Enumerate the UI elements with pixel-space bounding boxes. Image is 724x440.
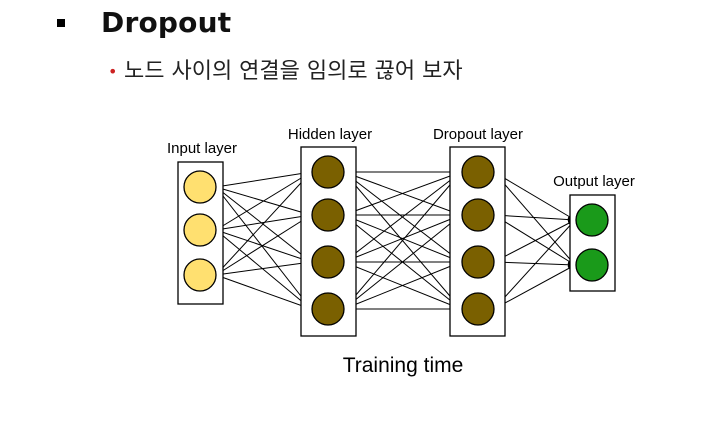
neuron-node (461, 198, 495, 232)
connection-edge (215, 186, 312, 263)
connection-edge (343, 171, 462, 216)
connection-edge (493, 219, 576, 310)
connection-edge (493, 214, 576, 223)
neuron-node (183, 258, 217, 292)
slide-title: Dropout (101, 6, 232, 39)
neuron-node (311, 198, 345, 232)
title-bullet-icon (57, 19, 65, 27)
neuron-node (575, 248, 609, 282)
connection-edge (215, 186, 312, 310)
connection-edge (493, 171, 576, 221)
connection-edge (493, 171, 576, 266)
slide-subtitle: 노드 사이의 연결을 임의로 끊어 보자 (124, 59, 463, 84)
connection-edge (343, 171, 462, 263)
connection-edge (343, 214, 462, 310)
connection-edge (343, 171, 462, 310)
connection-edge (215, 214, 312, 276)
connection-edge (215, 259, 312, 276)
connection-edge (493, 261, 576, 268)
dropout-layer-label: Dropout layer (433, 126, 523, 143)
neuron-node (461, 245, 495, 279)
layer-boxes (177, 146, 616, 337)
connection-edge (215, 274, 312, 310)
neuron-node (183, 170, 217, 204)
output-layer-label: Output layer (553, 173, 635, 190)
connection-edge (493, 214, 576, 266)
connection-edge (493, 219, 576, 263)
neuron-nodes (183, 155, 609, 326)
connection-edge (215, 170, 312, 188)
neuron-node (461, 292, 495, 326)
hidden-layer-label: Hidden layer (288, 126, 372, 143)
connection-edge (343, 261, 462, 310)
connection-edge (215, 229, 312, 263)
connection-edge (215, 213, 312, 231)
connection-edge (215, 229, 312, 310)
subtitle-bullet-icon: • (108, 62, 118, 81)
neuron-node (575, 203, 609, 237)
connection-edge (215, 171, 312, 276)
neuron-node (311, 155, 345, 189)
neuron-node (311, 292, 345, 326)
connection-edge (493, 264, 576, 310)
neuron-node (311, 245, 345, 279)
connection-edge (343, 214, 462, 263)
neuron-node (183, 213, 217, 247)
input-layer-label: Input layer (167, 140, 237, 157)
connection-lines (215, 169, 576, 312)
connection-edge (215, 171, 312, 231)
diagram-caption: Training time (343, 354, 464, 377)
neuron-node (461, 155, 495, 189)
